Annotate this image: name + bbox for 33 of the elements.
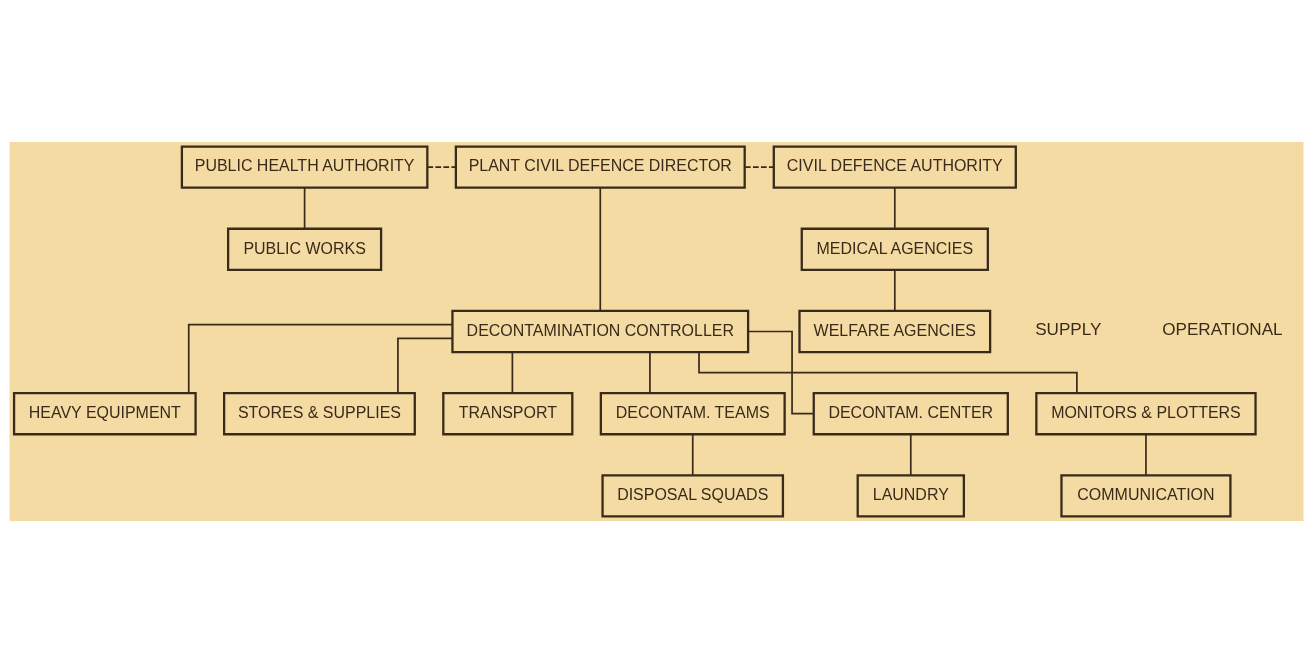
connector bbox=[187, 323, 454, 394]
node-box: MONITORS & PLOTTERS bbox=[1035, 391, 1257, 435]
connector bbox=[511, 350, 514, 394]
node-box: MEDICAL AGENCIES bbox=[800, 227, 989, 271]
connector bbox=[599, 186, 602, 312]
label: SUPPLY bbox=[1035, 320, 1102, 339]
connector bbox=[744, 165, 775, 168]
node-box: WELFARE AGENCIES bbox=[798, 309, 992, 353]
node-box: CIVIL DEFENCE AUTHORITY bbox=[772, 144, 1017, 189]
node-box: COMMUNICATION bbox=[1060, 473, 1232, 518]
node-box: LAUNDRY bbox=[856, 473, 965, 518]
connector bbox=[747, 330, 815, 415]
node-box: TRANSPORT bbox=[442, 391, 574, 435]
node-box: DECONTAMINATION CONTROLLER bbox=[451, 309, 750, 353]
connector bbox=[698, 351, 1078, 394]
connector bbox=[303, 186, 306, 229]
connector bbox=[893, 186, 896, 229]
connector bbox=[397, 337, 453, 394]
connector bbox=[909, 433, 912, 476]
node-box: STORES & SUPPLIES bbox=[223, 391, 416, 435]
label: OPERATIONAL bbox=[1162, 320, 1283, 339]
node-box: PUBLIC HEALTH AUTHORITY bbox=[180, 144, 429, 189]
connector bbox=[893, 268, 896, 311]
connector bbox=[1145, 433, 1147, 476]
node-box: DISPOSAL SQUADS bbox=[601, 473, 785, 518]
connector bbox=[649, 350, 651, 394]
connector bbox=[691, 433, 694, 476]
node-box: PUBLIC WORKS bbox=[227, 227, 383, 271]
node-box: DECONTAM. CENTER bbox=[812, 391, 1009, 435]
node-box: HEAVY EQUIPMENT bbox=[12, 391, 197, 435]
node-box: DECONTAM. TEAMS bbox=[599, 391, 786, 435]
node-box: PLANT CIVIL DEFENCE DIRECTOR bbox=[454, 144, 746, 189]
connector bbox=[426, 165, 457, 168]
